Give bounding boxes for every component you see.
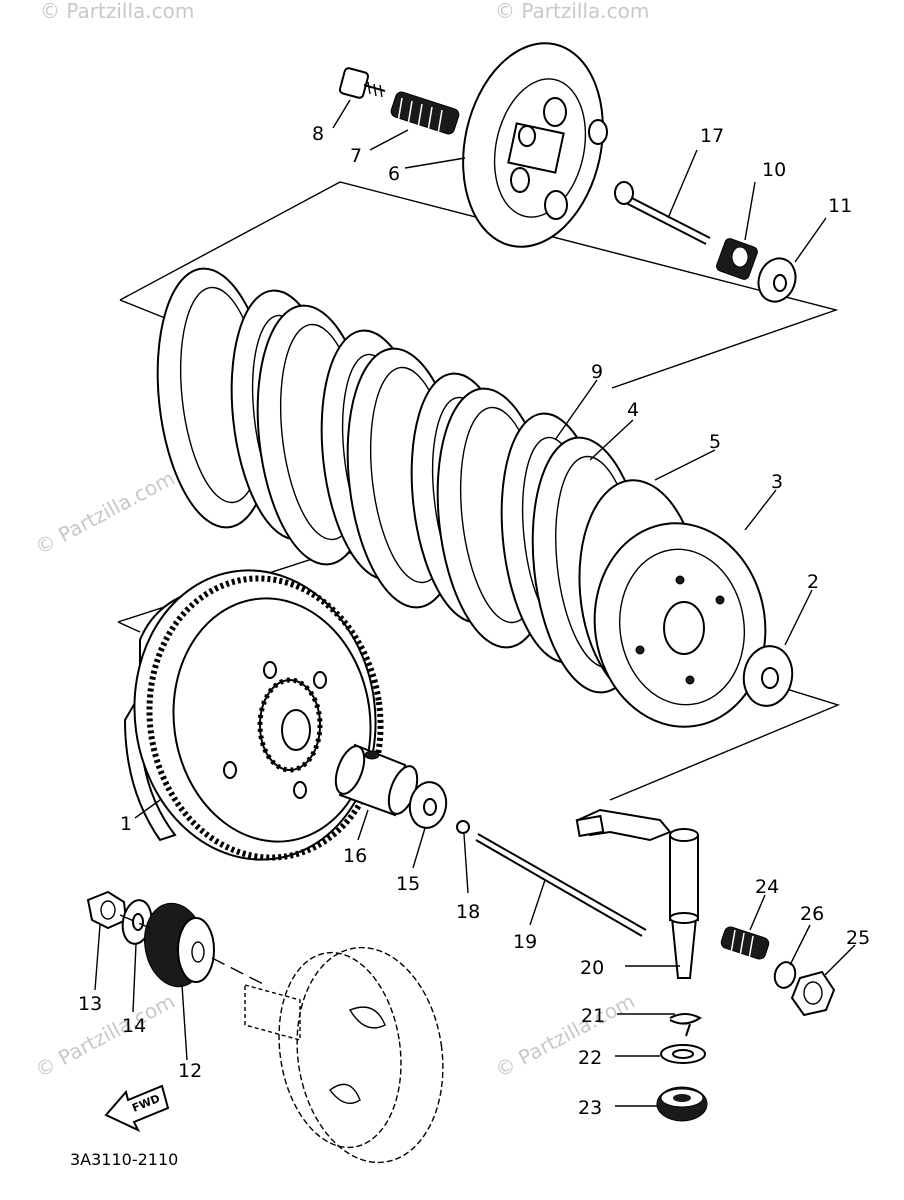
callout-21: 21 [581, 1005, 605, 1027]
bolt [338, 67, 386, 99]
callout-13: 13 [78, 993, 102, 1015]
callout-7: 7 [350, 145, 362, 167]
callout-5: 5 [709, 431, 721, 453]
callout-4: 4 [627, 399, 639, 421]
watermark: © Partzilla.com [40, 0, 194, 23]
callout-22: 22 [578, 1047, 602, 1069]
lock-nut [716, 238, 758, 280]
clutch-spring [390, 91, 460, 135]
callout-25: 25 [846, 927, 870, 949]
clutch-housing [123, 569, 384, 861]
pressure-plate [462, 42, 608, 248]
callout-12: 12 [178, 1060, 202, 1082]
bearing [656, 1086, 708, 1122]
crankshaft-outline [119, 914, 444, 1164]
oil-seal [660, 1044, 706, 1064]
callout-2: 2 [807, 571, 819, 593]
callout-15: 15 [396, 873, 420, 895]
forward-arrow-icon: FWD [104, 1084, 170, 1133]
torsion-spring [669, 1013, 702, 1037]
push-lever-shaft [575, 808, 699, 979]
callout-18: 18 [456, 901, 480, 923]
o-ring [773, 961, 797, 989]
watermark: © Partzilla.com [491, 989, 639, 1083]
ball [456, 820, 470, 834]
callout-6: 6 [388, 163, 400, 185]
adjuster-nut [790, 970, 836, 1017]
callout-9: 9 [591, 361, 603, 383]
watermark: © Partzilla.com [495, 0, 649, 23]
callout-16: 16 [343, 845, 367, 867]
callout-24: 24 [755, 876, 779, 898]
callout-3: 3 [771, 471, 783, 493]
push-rod [614, 181, 711, 245]
callout-14: 14 [122, 1015, 146, 1037]
callout-8: 8 [312, 123, 324, 145]
washer [757, 257, 797, 303]
lock-washer [121, 899, 153, 945]
clutch-boss [578, 479, 767, 728]
callout-23: 23 [578, 1097, 602, 1119]
outline-segment [119, 299, 166, 319]
diagram-code: 3A3110-2110 [70, 1150, 178, 1169]
push-rod-long [475, 833, 647, 937]
callout-26: 26 [800, 903, 824, 925]
callout-labels: 8 7 6 17 10 11 9 4 5 3 2 1 16 15 18 19 2… [78, 123, 870, 1119]
watermark: © Partzilla.com [31, 989, 179, 1083]
callout-19: 19 [513, 931, 537, 953]
gear-nut [86, 890, 128, 930]
thrust-washer [742, 645, 794, 707]
callout-20: 20 [580, 957, 604, 979]
callout-10: 10 [762, 159, 786, 181]
leader-lines [94, 99, 856, 1107]
callout-11: 11 [828, 195, 852, 217]
callout-17: 17 [700, 125, 724, 147]
primary-drive-gear [144, 902, 215, 988]
adjusting-screw [720, 926, 770, 960]
callout-1: 1 [120, 813, 132, 835]
watermark: © Partzilla.com [31, 466, 179, 560]
washer-15 [408, 781, 448, 829]
outline-segment [117, 621, 141, 633]
upper-assembly-outline [119, 181, 839, 389]
